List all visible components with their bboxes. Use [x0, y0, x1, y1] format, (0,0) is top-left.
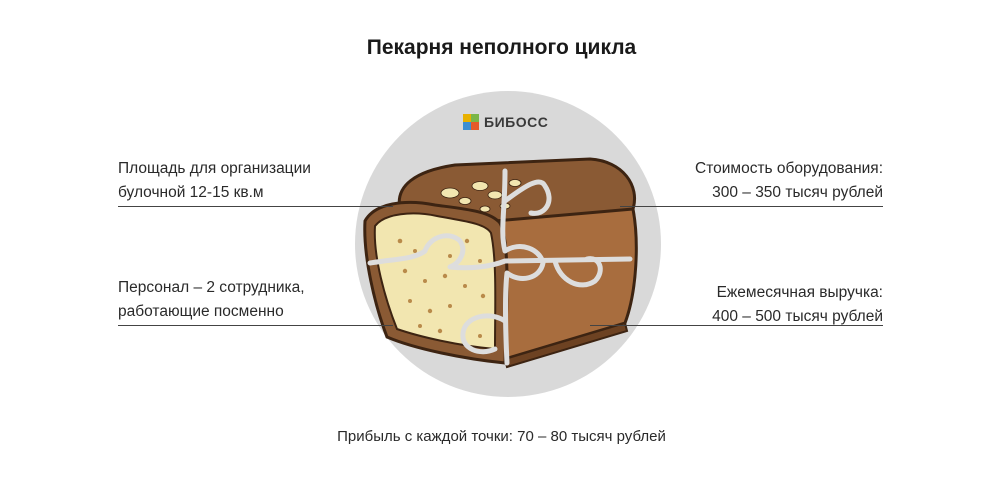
- equipment-label-line2: 300 – 350 тысяч рублей: [712, 184, 883, 201]
- logo-text: БИБОСС: [484, 114, 549, 130]
- area-label: Площадь для организации булочной 12-15 к…: [118, 157, 311, 205]
- area-label-line2: булочной 12-15 кв.м: [118, 184, 264, 201]
- revenue-label-line1: Ежемесячная выручка:: [716, 284, 883, 301]
- logo-icon: [463, 114, 479, 130]
- area-label-line1: Площадь для организации: [118, 160, 311, 177]
- revenue-leader-line: [590, 325, 883, 326]
- staff-label-line1: Персонал – 2 сотрудника,: [118, 279, 305, 296]
- revenue-label-line2: 400 – 500 тысяч рублей: [712, 308, 883, 325]
- staff-label-line2: работающие посменно: [118, 303, 284, 320]
- staff-label: Персонал – 2 сотрудника, работающие посм…: [118, 276, 305, 324]
- area-leader-line: [118, 206, 393, 207]
- logo: БИБОСС: [463, 114, 548, 130]
- equipment-label-line1: Стоимость оборудования:: [695, 160, 883, 177]
- profit-caption: Прибыль с каждой точки: 70 – 80 тысяч ру…: [337, 428, 666, 445]
- equipment-leader-line: [620, 206, 883, 207]
- staff-leader-line: [118, 325, 393, 326]
- bread-illustration: [363, 157, 638, 369]
- equipment-label: Стоимость оборудования: 300 – 350 тысяч …: [695, 157, 883, 205]
- page-title: Пекарня неполного цикла: [366, 36, 637, 59]
- revenue-label: Ежемесячная выручка: 400 – 500 тысяч руб…: [712, 281, 883, 329]
